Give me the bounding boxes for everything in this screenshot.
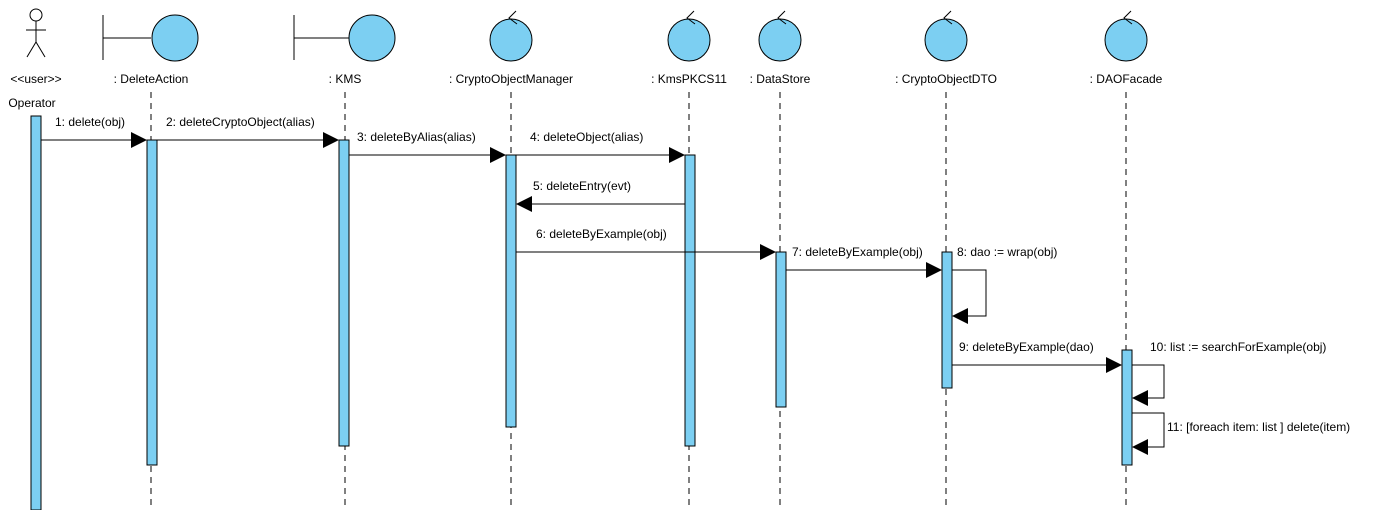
svg-text:1: delete(obj): 1: delete(obj) <box>55 115 125 129</box>
participant-kms-label: : KMS <box>329 72 362 86</box>
control-datastore-icon <box>758 10 802 62</box>
svg-text:4: deleteObject(alias): 4: deleteObject(alias) <box>530 130 643 144</box>
actor-operator-icon <box>26 8 46 58</box>
message-11: 11: [foreach item: list ] delete(item) <box>1132 412 1350 455</box>
message-3: 3: deleteByAlias(alias) <box>349 130 506 163</box>
message-4: 4: deleteObject(alias) <box>516 130 685 163</box>
participant-datastore-label: : DataStore <box>750 72 811 86</box>
svg-text:8: dao := wrap(obj): 8: dao := wrap(obj) <box>957 245 1057 259</box>
activation-kms <box>338 139 350 447</box>
svg-text:7: deleteByExample(obj): 7: deleteByExample(obj) <box>792 245 923 259</box>
message-1: 1: delete(obj) <box>41 115 147 148</box>
svg-text:5: deleteEntry(evt): 5: deleteEntry(evt) <box>533 179 631 193</box>
activation-cryptoobjectmanager <box>505 154 517 428</box>
svg-text:10: list := searchForExample(o: 10: list := searchForExample(obj) <box>1150 340 1326 354</box>
actor-stereotype: <<user>> <box>10 72 61 86</box>
svg-text:9: deleteByExample(dao): 9: deleteByExample(dao) <box>959 340 1094 354</box>
message-6: 6: deleteByExample(obj) <box>516 227 776 260</box>
activation-deleteaction <box>146 139 158 466</box>
message-7: 7: deleteByExample(obj) <box>786 245 942 278</box>
svg-text:11: [foreach item: list ] dele: 11: [foreach item: list ] delete(item) <box>1167 420 1350 434</box>
control-kmspkcs11-icon <box>667 10 711 62</box>
activation-daofacade <box>1121 349 1133 466</box>
message-5: 5: deleteEntry(evt) <box>516 179 685 212</box>
message-8: 8: dao := wrap(obj) <box>952 245 1057 324</box>
actor-name: Operator <box>8 96 55 110</box>
participant-daofacade-label: : DAOFacade <box>1090 72 1163 86</box>
participant-deleteaction-label: : DeleteAction <box>114 72 189 86</box>
svg-text:2: deleteCryptoObject(alias): 2: deleteCryptoObject(alias) <box>166 115 315 129</box>
control-daofacade-icon <box>1104 10 1148 62</box>
control-cryptoobjectmanager-icon <box>489 10 533 62</box>
participant-cryptoobjectmanager-label: : CryptoObjectManager <box>449 72 573 86</box>
svg-text:6: deleteByExample(obj): 6: deleteByExample(obj) <box>536 227 667 241</box>
boundary-kms-icon <box>293 14 396 62</box>
activation-datastore <box>775 251 787 408</box>
message-10: 10: list := searchForExample(obj) <box>1132 340 1326 406</box>
activation-kmspkcs11 <box>684 154 696 447</box>
boundary-deleteaction-icon <box>102 14 199 62</box>
activation-operator <box>30 115 42 510</box>
participant-kmspkcs11-label: : KmsPKCS11 <box>651 72 727 86</box>
activation-cryptoobjectdto <box>941 251 953 389</box>
participant-cryptoobjectdto-label: : CryptoObjectDTO <box>895 72 997 86</box>
svg-text:3: deleteByAlias(alias): 3: deleteByAlias(alias) <box>357 130 476 144</box>
message-2: 2: deleteCryptoObject(alias) <box>157 115 339 148</box>
control-cryptoobjectdto-icon <box>924 10 968 62</box>
message-9: 9: deleteByExample(dao) <box>952 340 1122 373</box>
